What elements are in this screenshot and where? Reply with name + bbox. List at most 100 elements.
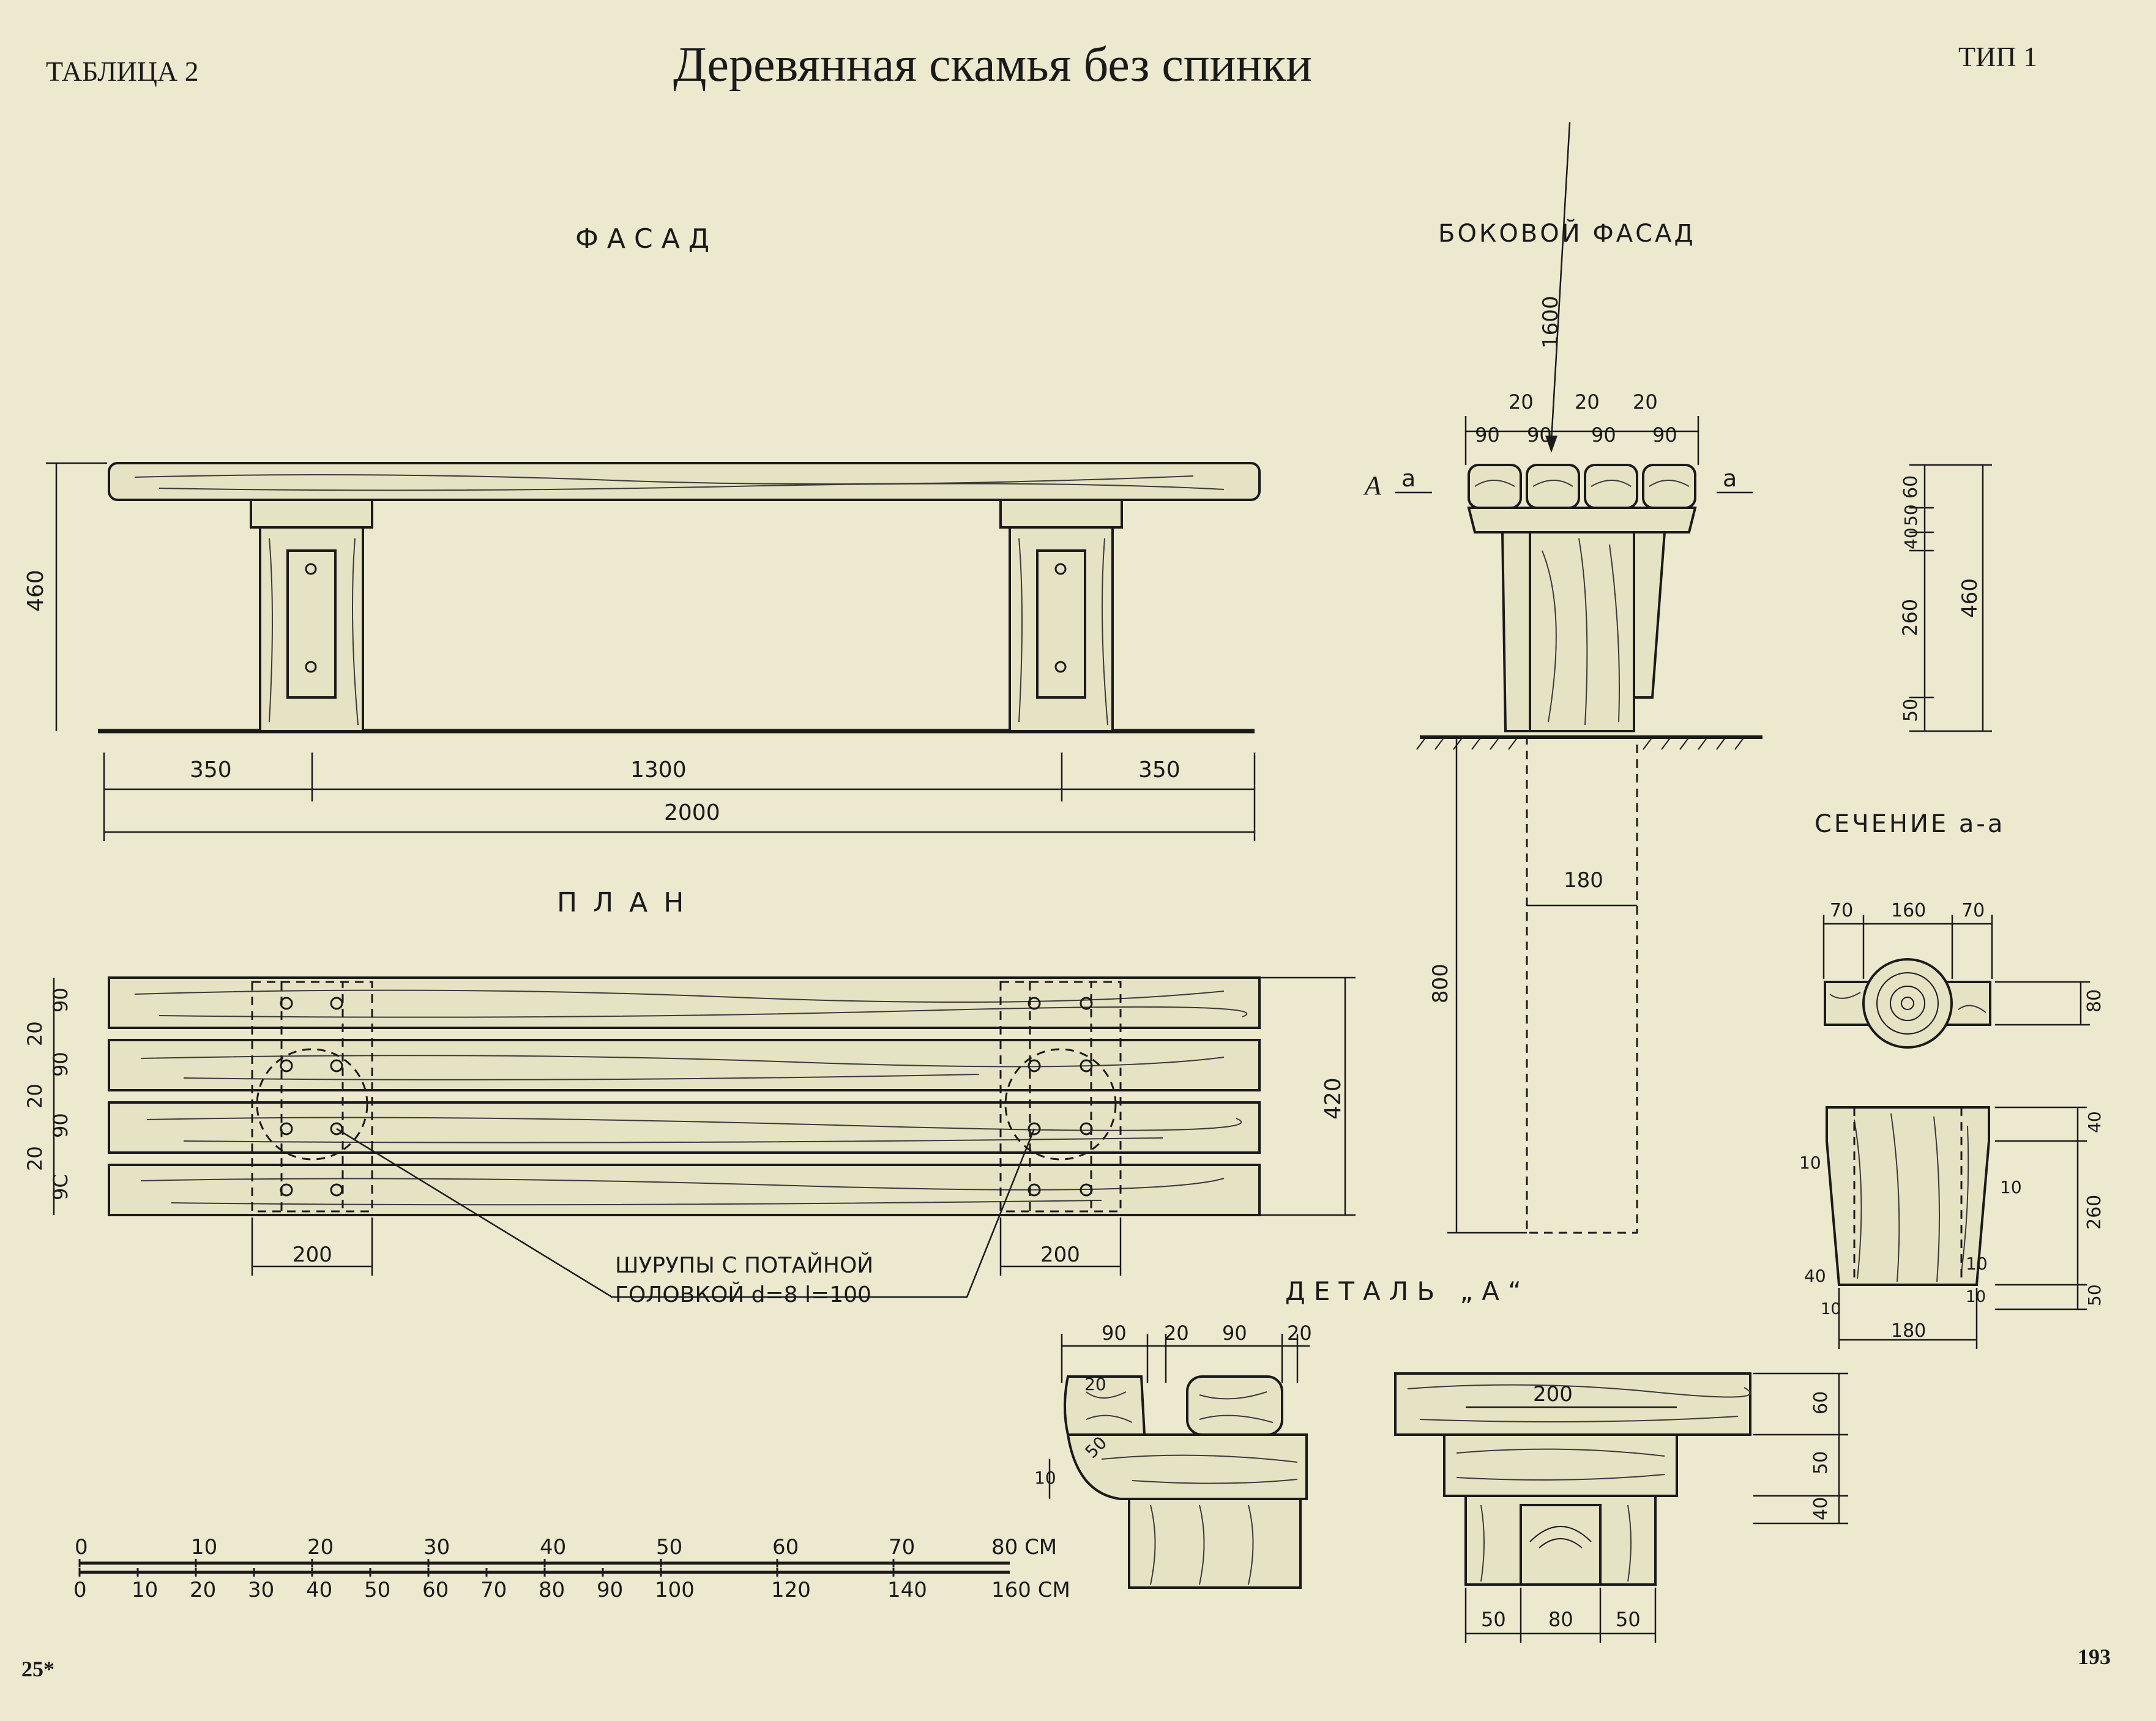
table-label: ТАБЛИЦА 2 — [46, 56, 199, 87]
facade-left-cap — [250, 499, 373, 529]
scale-upper-tick-label: 70 — [889, 1535, 915, 1559]
plan-gap-2: 20 — [23, 1084, 47, 1109]
detail-top-dim-3: 90 — [1222, 1321, 1247, 1345]
scale-lower-unit: 160 СМ — [991, 1578, 1070, 1602]
plan-view: 90 20 90 20 90 20 9С 420 200 200 ШУРУПЫ … — [23, 976, 1356, 1307]
side-gap-1: 20 — [1509, 390, 1534, 414]
side-board-2: 90 — [1527, 423, 1552, 447]
side-post-depth: 800 — [1428, 964, 1453, 1003]
section-small-dim-3: 40 — [1804, 1266, 1826, 1286]
scale-lower-tick-label: 140 — [887, 1578, 927, 1602]
side-cut-right: а — [1723, 465, 1737, 492]
facade-view: 460 350 1300 350 2000 — [23, 462, 1261, 841]
side-dim-50b: 50 — [1900, 699, 1922, 722]
section-post-dim-40: 40 — [2084, 1111, 2105, 1133]
facade-height-dim: 460 — [23, 570, 48, 612]
side-mark-A: А — [1363, 470, 1382, 500]
side-board-1: 90 — [1475, 423, 1500, 447]
side-gap-3: 20 — [1633, 390, 1658, 414]
detail-title: ДЕТАЛЬ „А“ — [1285, 1276, 1530, 1306]
side-dim-40: 40 — [1901, 527, 1921, 549]
facade-total-length: 2000 — [664, 800, 720, 825]
scale-lower-tick-label: 60 — [422, 1578, 449, 1602]
scale-lower-tick-label: 0 — [73, 1578, 87, 1602]
plan-board-width-2: 90 — [49, 1052, 72, 1077]
plan-right-post-width: 200 — [1040, 1243, 1080, 1267]
scale-upper-tick-label: 60 — [772, 1535, 799, 1559]
scale-lower-tick-label: 80 — [539, 1578, 565, 1602]
plan-gap-1: 20 — [23, 1021, 47, 1046]
plan-board-2 — [108, 1039, 1261, 1091]
facade-left-overhang: 350 — [190, 757, 232, 782]
scale-lower-tick-label: 100 — [655, 1578, 695, 1602]
side-board-4: 90 — [1652, 423, 1677, 447]
side-dim-50: 50 — [1901, 504, 1921, 526]
scale-upper-tick-label: 40 — [540, 1535, 566, 1559]
scale-lower-tick-label: 20 — [190, 1578, 216, 1602]
plan-total-width: 420 — [1321, 1077, 1346, 1120]
scale-lower-tick-label: 70 — [480, 1578, 507, 1602]
section-post-dim-50: 50 — [2084, 1284, 2105, 1306]
detail-bottom-dim-1: 50 — [1481, 1608, 1506, 1631]
detail-bottom-dim-3: 50 — [1616, 1608, 1641, 1631]
section-post-dim-260: 260 — [2084, 1195, 2105, 1230]
side-dim-60: 60 — [1900, 475, 1922, 499]
plan-board-3 — [108, 1101, 1261, 1154]
detail-right-dim-50: 50 — [1810, 1451, 1832, 1474]
detail-top-dim-1: 90 — [1102, 1321, 1127, 1345]
side-post-width: 180 — [1564, 868, 1603, 893]
plan-board-1 — [108, 976, 1261, 1029]
plan-left-post-width: 200 — [293, 1243, 332, 1267]
scale-lower-tick-label: 40 — [306, 1578, 332, 1602]
scale-upper-tick-label: 10 — [191, 1535, 217, 1559]
section-small-dim-5: 10 — [1821, 1300, 1841, 1318]
side-gap-2: 20 — [1575, 390, 1600, 414]
section-small-dim-4: 10 — [1966, 1254, 1988, 1274]
section-top-dim-2: 160 — [1891, 900, 1926, 921]
facade-right-cap — [999, 499, 1123, 529]
section-top-dim-3: 70 — [1961, 900, 1985, 921]
detail-bottom-dim-2: 80 — [1548, 1608, 1573, 1631]
scale-lower-tick-label: 30 — [248, 1578, 274, 1602]
side-facade-title: БОКОВОЙ ФАСАД — [1438, 218, 1696, 248]
detail-right-dim-60: 60 — [1810, 1391, 1832, 1414]
facade-seat-board — [108, 462, 1261, 501]
section-small-dim-6: 10 — [1966, 1288, 1986, 1306]
side-facade-view: 1600 20 20 20 90 90 90 90 А а а — [1363, 122, 1992, 1234]
scale-lower-tick-label: 90 — [597, 1578, 623, 1602]
scale-upper-tick-label: 50 — [656, 1535, 682, 1559]
side-total-height: 460 — [1958, 578, 1982, 618]
scale-lower-tick-label: 50 — [364, 1578, 390, 1602]
section-top-dim-1: 70 — [1830, 900, 1853, 921]
detail-radius-1: 20 — [1084, 1374, 1106, 1394]
section-small-dim-1: 10 — [1799, 1153, 1821, 1173]
type-label: ТИП 1 — [1958, 41, 2037, 72]
section-title: СЕЧЕНИЕ а-а — [1815, 810, 2005, 838]
scale-upper-tick-label: 30 — [423, 1535, 450, 1559]
side-leader-dim: 1600 — [1539, 296, 1563, 349]
screws-note-line2: ГОЛОВКОЙ d=8 l=100 — [615, 1282, 871, 1307]
section-view: 70 160 70 80 40 260 50 10 10 40 10 10 10 — [1799, 900, 2105, 1349]
section-small-dim-2: 10 — [2000, 1177, 2022, 1197]
detail-view: 90 20 90 20 20 50 10 200 60 50 40 — [1034, 1321, 1848, 1643]
detail-left-dim: 10 — [1034, 1468, 1056, 1488]
sheet-title: Деревянная скамья без спинки — [673, 38, 1312, 92]
screws-note-line1: ШУРУПЫ С ПОТАЙНОЙ — [615, 1252, 873, 1278]
plan-title: ПЛАН — [557, 887, 699, 918]
scale-upper-tick-label: 0 — [75, 1535, 88, 1559]
side-board-3: 90 — [1591, 423, 1616, 447]
plan-gap-3: 20 — [23, 1146, 47, 1171]
detail-middle-width: 200 — [1533, 1382, 1573, 1407]
detail-top-dim-2: 20 — [1164, 1321, 1189, 1345]
scale-lower-tick-label: 120 — [771, 1578, 811, 1602]
detail-top-dim-4: 20 — [1287, 1321, 1312, 1345]
section-beam-height: 80 — [2084, 989, 2105, 1013]
side-dim-260: 260 — [1898, 599, 1922, 636]
facade-title: ФАСАД — [575, 223, 718, 255]
detail-right-dim-40: 40 — [1810, 1497, 1832, 1520]
scale-upper-tick-label: 20 — [307, 1535, 334, 1559]
plan-board-width-1: 90 — [49, 987, 72, 1013]
section-bottom-width: 180 — [1891, 1320, 1926, 1342]
